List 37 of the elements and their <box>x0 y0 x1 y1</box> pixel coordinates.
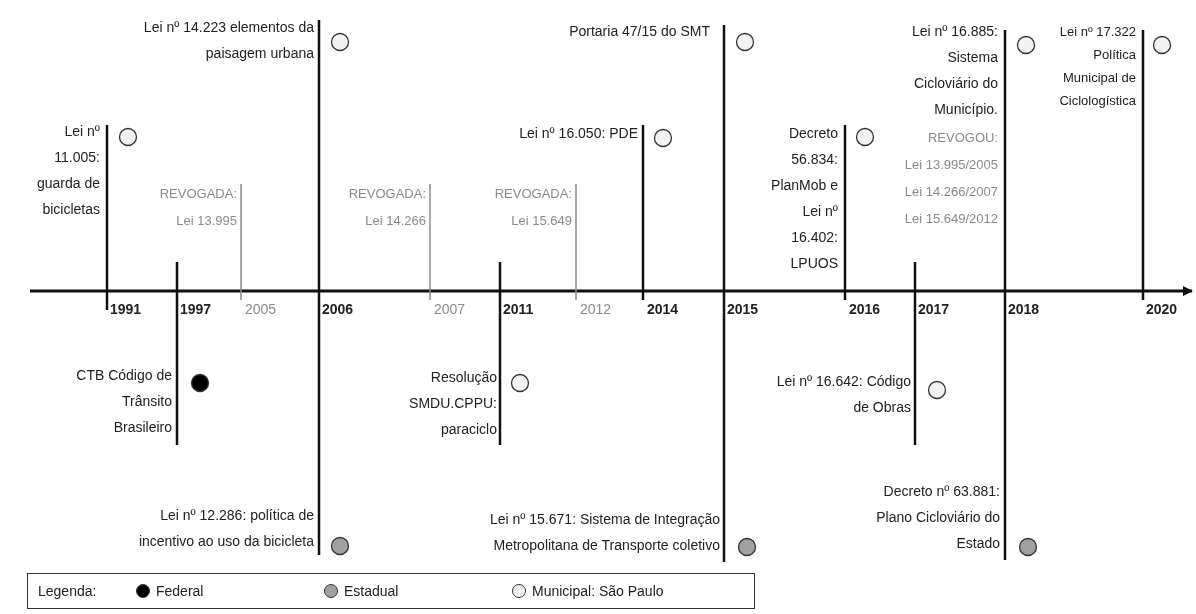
year-label: 2006 <box>322 300 354 318</box>
year-label: 2005 <box>245 300 277 318</box>
year-label: 2012 <box>580 300 612 318</box>
revoked-note: Lei 13.995/2005 <box>904 156 998 174</box>
year-label: 2015 <box>727 300 759 318</box>
event-label: Decreto 56.834: PlanMob e Lei nº 16.402: LPUOS <box>770 124 838 273</box>
event-label: Lei nº 16.050: PDE <box>519 124 638 143</box>
event-label: Lei nº 16.642: Código de Obras <box>775 372 911 417</box>
year-label: 2016 <box>849 300 881 318</box>
year-label: 1991 <box>110 300 142 318</box>
legend-label: Estadual <box>344 582 399 600</box>
event-label: CTB Código de Trânsito Brasileiro <box>75 366 172 437</box>
year-label: 2007 <box>434 300 466 318</box>
revoked-note: Lei 14.266/2007 <box>904 183 998 201</box>
revoked-note: REVOGOU: <box>927 129 998 147</box>
year-label: 2020 <box>1146 300 1178 318</box>
year-label: 2011 <box>503 300 534 318</box>
event-label: Portaria 47/15 do SMT <box>569 22 710 41</box>
event-label: Lei nº 12.286: política de incentivo ao uso da bicicleta <box>137 506 314 551</box>
revoked-note: REVOGADA: Lei 14.266 <box>347 185 426 230</box>
legend-label: Municipal: São Paulo <box>532 582 664 600</box>
revoked-note: REVOGADA: Lei 15.649 <box>493 185 572 230</box>
year-label: 2014 <box>647 300 679 318</box>
event-label: Lei nº 14.223 elementos da paisagem urbana <box>142 18 314 63</box>
year-label: 2017 <box>918 300 950 318</box>
event-label: Resolução SMDU.CPPU: paraciclo <box>408 368 497 439</box>
event-label: Lei nº 11.005: guarda de bicicletas <box>35 122 100 219</box>
year-label: 2018 <box>1008 300 1040 318</box>
year-label: 1997 <box>180 300 212 318</box>
legend-label: Federal <box>156 582 204 600</box>
event-label: Decreto nº 63.881: Plano Cicloviário do Estado <box>875 482 1000 553</box>
revoked-note: REVOGADA: Lei 13.995 <box>158 185 237 230</box>
revoked-note: Lei 15.649/2012 <box>904 210 998 228</box>
event-label: Lei nº 16.885: Sistema Cicloviário do Município. <box>910 22 998 119</box>
event-label: Lei nº 17.322 Política Municipal de Ciclologística <box>1058 23 1136 110</box>
event-label: Lei nº 15.671: Sistema de Integração Metropolitana de Transporte coletivo <box>488 510 720 555</box>
legend-title: Legenda: <box>38 582 97 600</box>
